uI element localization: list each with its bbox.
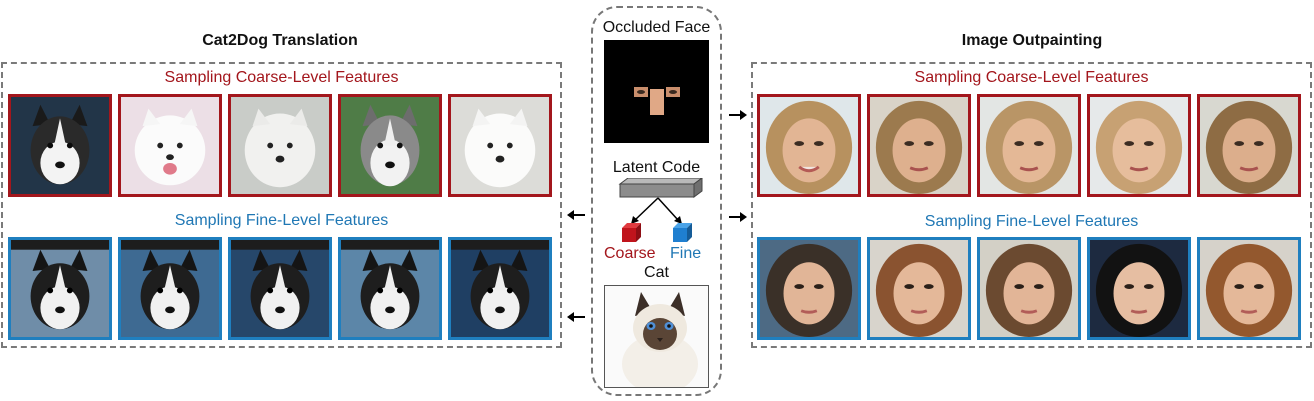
samoyed-white-image-1 [118, 94, 222, 197]
coarse-label: Coarse [604, 245, 656, 262]
face-coarse-image-1 [757, 94, 861, 197]
cat-label: Cat [644, 264, 669, 281]
arrow-left-fine-icon [567, 210, 585, 220]
husky-fine-image-4 [338, 237, 442, 340]
face-fine-image-5 [1197, 237, 1301, 340]
face-fine-image-3 [977, 237, 1081, 340]
left-coarse-label: Sampling Coarse-Level Features [164, 69, 399, 86]
husky-fine-image-1 [8, 237, 112, 340]
face-fine-image-2 [867, 237, 971, 340]
latent-code-label: Latent Code [612, 159, 701, 176]
husky-dark-image [8, 94, 112, 197]
arrow-right-fine-icon [729, 212, 747, 222]
face-fine-image-1 [757, 237, 861, 340]
right-panel-title: Image Outpainting [961, 32, 1103, 49]
face-fine-image-4 [1087, 237, 1191, 340]
husky-fine-image-5 [448, 237, 552, 340]
husky-fine-image-3 [228, 237, 332, 340]
fine-label: Fine [670, 245, 702, 262]
husky-fine-image-2 [118, 237, 222, 340]
right-panel-frame [751, 62, 1312, 348]
face-coarse-image-4 [1087, 94, 1191, 197]
husky-grey-image [338, 94, 442, 197]
face-coarse-image-5 [1197, 94, 1301, 197]
arrow-right-coarse-icon [729, 110, 747, 120]
samoyed-white-image-3 [448, 94, 552, 197]
face-coarse-image-2 [867, 94, 971, 197]
right-fine-label: Sampling Fine-Level Features [924, 213, 1139, 230]
occluded-face-image [604, 40, 709, 143]
samoyed-white-image-2 [228, 94, 332, 197]
face-coarse-image-3 [977, 94, 1081, 197]
left-panel-frame [1, 62, 562, 348]
cat-image [604, 285, 709, 394]
latent-code-diagram [618, 178, 703, 242]
left-fine-label: Sampling Fine-Level Features [174, 212, 389, 229]
arrow-left-cat-icon [567, 312, 585, 322]
center-panel-frame [591, 6, 722, 396]
occluded-face-label: Occluded Face [602, 19, 711, 36]
left-panel-title: Cat2Dog Translation [202, 32, 358, 49]
right-coarse-label: Sampling Coarse-Level Features [914, 69, 1149, 86]
